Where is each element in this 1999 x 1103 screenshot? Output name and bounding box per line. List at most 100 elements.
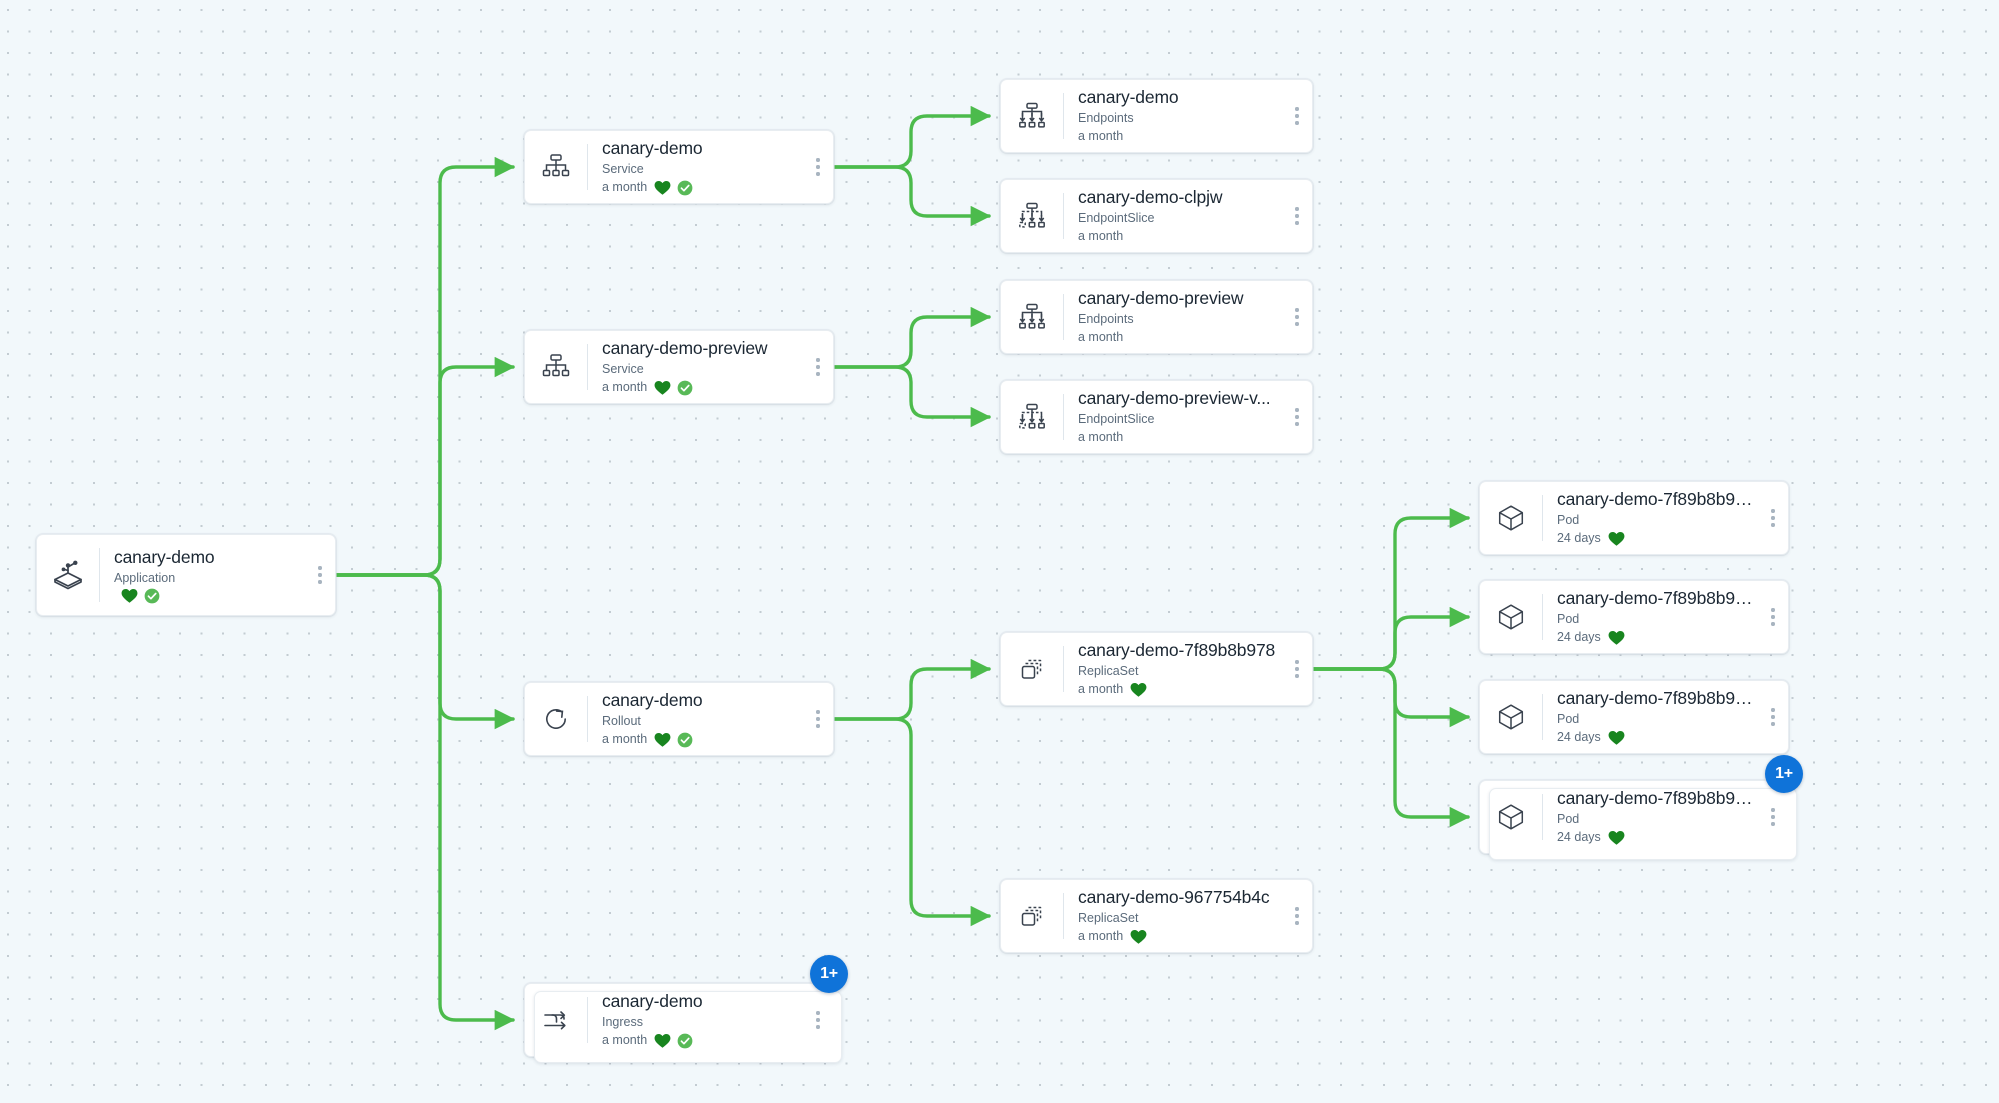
node-kebab-menu-icon[interactable] [1284, 633, 1310, 705]
edge-rs-to-pod-3 [1311, 667, 1471, 728]
node-title: canary-demo-7f89b8b978 [1078, 640, 1276, 660]
edge-app-to-service-preview [334, 356, 516, 577]
node-title: canary-demo-967754b4c [1078, 887, 1270, 907]
node-age: a month [602, 1033, 648, 1047]
endpointslice-icon [1001, 381, 1063, 453]
node-kebab-menu-icon[interactable] [1284, 80, 1310, 152]
node-kind: Endpoints [1078, 111, 1134, 125]
edge-service-to-endpointslice [832, 165, 992, 227]
node-meta: 24 days [1557, 729, 1756, 746]
node-title: canary-demo-preview-v... [1078, 388, 1271, 408]
node-kebab-menu-icon[interactable] [1760, 581, 1786, 653]
node-kebab-menu-icon[interactable] [805, 984, 831, 1056]
endpoints-icon [1001, 80, 1063, 152]
node-kebab-menu-icon[interactable] [1284, 880, 1310, 952]
node-divider [1542, 794, 1543, 840]
node-kebab-menu-icon[interactable] [1284, 381, 1310, 453]
pod-icon [1480, 482, 1542, 554]
rollout-icon [525, 683, 587, 755]
node-kind: Ingress [602, 1015, 643, 1029]
node-meta: a month [602, 179, 801, 196]
node-kind: Rollout [602, 714, 641, 728]
edge-service-preview-to-endpoints [832, 306, 992, 369]
node-status-icons [654, 732, 693, 748]
edge-service-to-endpoints [832, 105, 992, 169]
node-kebab-menu-icon[interactable] [307, 535, 333, 615]
node-title: canary-demo-preview [1078, 288, 1244, 308]
replicaset-icon [1001, 880, 1063, 952]
node-kind: Pod [1556, 513, 1580, 527]
edge-app-to-rollout [334, 573, 516, 730]
node-title: canary-demo [1078, 87, 1179, 107]
resource-node-endpointslice[interactable]: canary-demo-preview-v... EndpointSlice a m… [1000, 380, 1313, 454]
node-title: canary-demo [602, 138, 703, 158]
node-kebab-menu-icon[interactable] [1760, 681, 1786, 753]
node-age: a month [602, 180, 648, 194]
node-status-icons [1608, 730, 1625, 746]
node-kind: Application [114, 570, 176, 585]
node-meta: a month [1078, 429, 1280, 446]
pod-icon [1480, 781, 1542, 853]
node-title: canary-demo-preview [602, 338, 768, 358]
node-kind: EndpointSlice [1078, 412, 1155, 426]
node-age: a month [1078, 129, 1124, 143]
ingress-icon [525, 984, 587, 1056]
edge-rollout-to-rs-967754b4c [832, 717, 992, 927]
group-count-badge[interactable]: 1+ [810, 955, 848, 993]
node-kebab-menu-icon[interactable] [1284, 281, 1310, 353]
edge-rs-to-pod-4 [1311, 667, 1471, 828]
argo-application-icon [37, 535, 99, 615]
pod-icon [1480, 581, 1542, 653]
node-divider [1063, 893, 1064, 939]
node-kebab-menu-icon[interactable] [1760, 781, 1786, 853]
node-kebab-menu-icon[interactable] [805, 331, 831, 403]
edge-rs-to-pod-2 [1311, 606, 1471, 671]
node-divider [587, 696, 588, 742]
node-age: a month [602, 380, 648, 394]
group-count-badge[interactable]: 1+ [1765, 755, 1803, 793]
node-kebab-menu-icon[interactable] [1284, 180, 1310, 252]
node-kind: Service [602, 162, 644, 176]
edge-app-to-ingress [334, 573, 516, 1031]
edge-service-preview-to-endpointslice [832, 365, 992, 428]
edge-app-to-service [334, 156, 516, 577]
endpointslice-icon [1001, 180, 1063, 252]
node-divider [587, 144, 588, 190]
node-kebab-menu-icon[interactable] [805, 683, 831, 755]
node-title: canary-demo-7f89b8b97... [1556, 588, 1756, 608]
node-divider [1063, 294, 1064, 340]
service-icon [525, 131, 587, 203]
node-age: 24 days [1556, 830, 1601, 844]
node-divider [1542, 694, 1543, 740]
node-body: canary-demo-preview-v... EndpointSlice a m… [1064, 388, 1284, 446]
node-meta [114, 588, 303, 604]
node-meta: a month [602, 1032, 801, 1049]
node-kind: Pod [1556, 712, 1580, 726]
node-age: a month [1078, 682, 1124, 696]
node-kebab-menu-icon[interactable] [805, 131, 831, 203]
node-status-icons [121, 588, 160, 604]
node-title: canary-demo-clpjw [1078, 187, 1223, 207]
endpoints-icon [1001, 281, 1063, 353]
node-kebab-menu-icon[interactable] [1760, 482, 1786, 554]
node-meta: a month [602, 379, 801, 396]
